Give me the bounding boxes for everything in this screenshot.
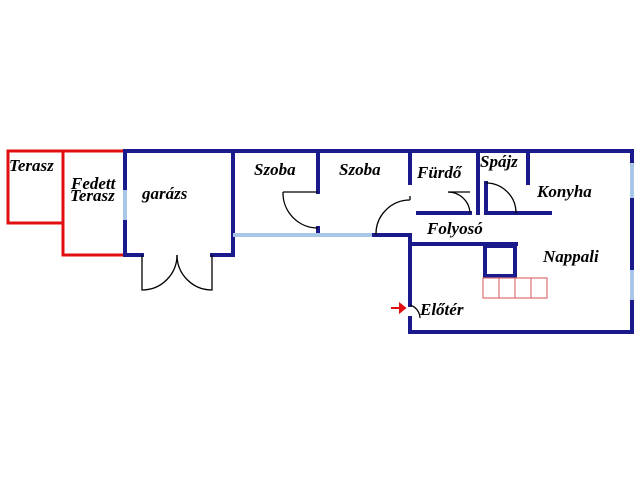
label-konyha: Konyha — [536, 182, 592, 201]
label-fedett: Fedett — [70, 174, 117, 193]
label-spajz: Spájz — [480, 152, 518, 171]
entrance-arrow-icon — [391, 301, 407, 315]
label-eloter: Előtér — [419, 300, 464, 319]
label-folyoso: Folyosó — [426, 219, 483, 238]
stairs — [482, 277, 548, 299]
label-szoba-1: Szoba — [254, 160, 296, 179]
label-nappali: Nappali — [542, 247, 599, 266]
label-terasz: Terasz — [9, 156, 54, 175]
doors — [141, 182, 517, 319]
label-furdo: Fürdő — [416, 163, 463, 182]
label-garazs: garázs — [141, 184, 188, 203]
windows — [123, 163, 634, 300]
label-fedett-terasz: Terasz — [70, 186, 115, 205]
label-szoba-2: Szoba — [339, 160, 381, 179]
